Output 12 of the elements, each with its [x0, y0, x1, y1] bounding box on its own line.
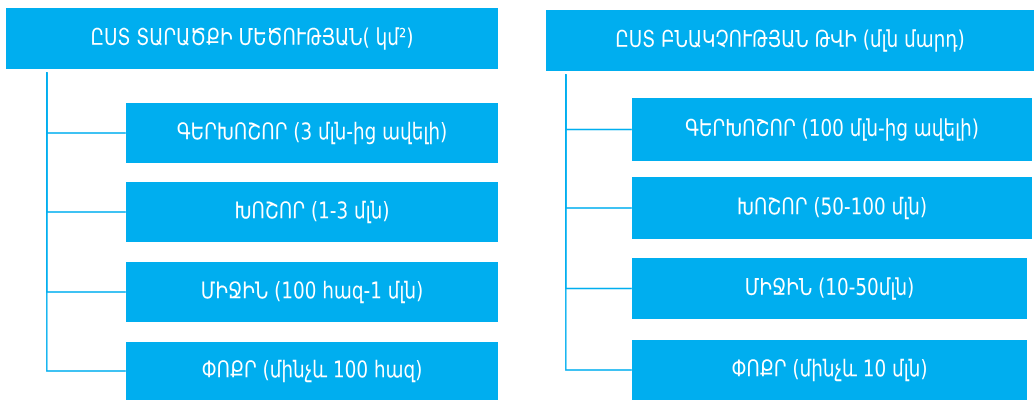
header-box: ԸՍՏ ԲՆԱԿՉՈՒԹՅԱՆ ԹՎԻ (մլն մարդ) — [546, 10, 1034, 71]
connector-line — [46, 71, 127, 372]
category-box: ԳԵՐԽՈՇՈՐ (100 մլն-ից ավելի) — [632, 98, 1032, 161]
category-box: ԽՈՇՈՐ (50-100 մլն) — [632, 177, 1032, 239]
connector-line — [565, 73, 633, 371]
category-box: ՄԻՋԻՆ (100 հազ-1 մլն) — [126, 262, 498, 322]
category-box: ՓՈՔՐ (մինչև 100 հազ) — [126, 342, 498, 400]
category-box: ՓՈՔՐ (մինչև 10 մլն) — [632, 340, 1027, 400]
category-box: ԳԵՐԽՈՇՈՐ (3 մլն-ից ավելի) — [126, 103, 498, 163]
category-box: ԽՈՇՈՐ (1-3 մլն) — [126, 182, 498, 242]
header-box: ԸՍՏ ՏԱՐԱԾՔԻ ՄԵԾՈՒԹՅԱՆ( կմ²) — [6, 8, 498, 69]
category-box: ՄԻՋԻՆ (10-50մլն) — [632, 258, 1027, 319]
